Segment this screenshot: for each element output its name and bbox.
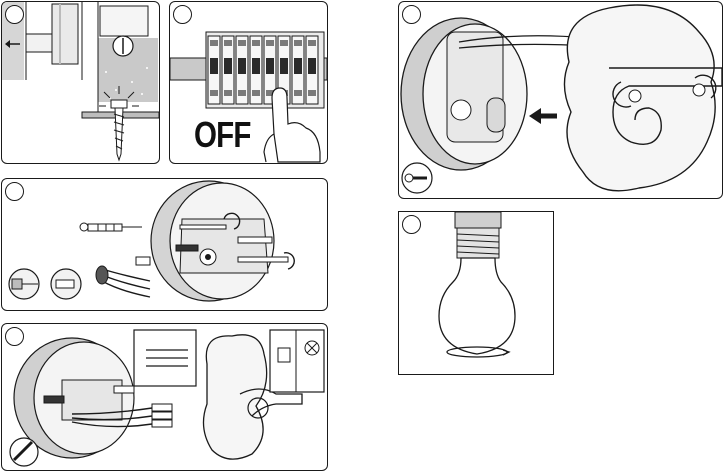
step-4-number — [5, 327, 24, 346]
step-2-panel: OFF — [169, 1, 328, 164]
step-6-illustration — [399, 212, 553, 374]
off-caption: OFF — [194, 114, 251, 156]
step-4-panel — [1, 323, 328, 471]
step-3-panel — [1, 178, 328, 311]
step-1-panel — [1, 1, 160, 164]
step-6-panel — [398, 211, 554, 375]
step-5-panel — [398, 1, 723, 199]
step-6-number — [402, 215, 421, 234]
step-3-illustration — [2, 179, 327, 310]
step-1-number — [5, 5, 24, 24]
step-3-number — [5, 182, 24, 201]
step-5-number — [402, 5, 421, 24]
step-5-illustration — [399, 2, 722, 198]
step-2-number — [173, 5, 192, 24]
step-1-illustration — [2, 2, 159, 163]
step-4-illustration — [2, 324, 327, 470]
